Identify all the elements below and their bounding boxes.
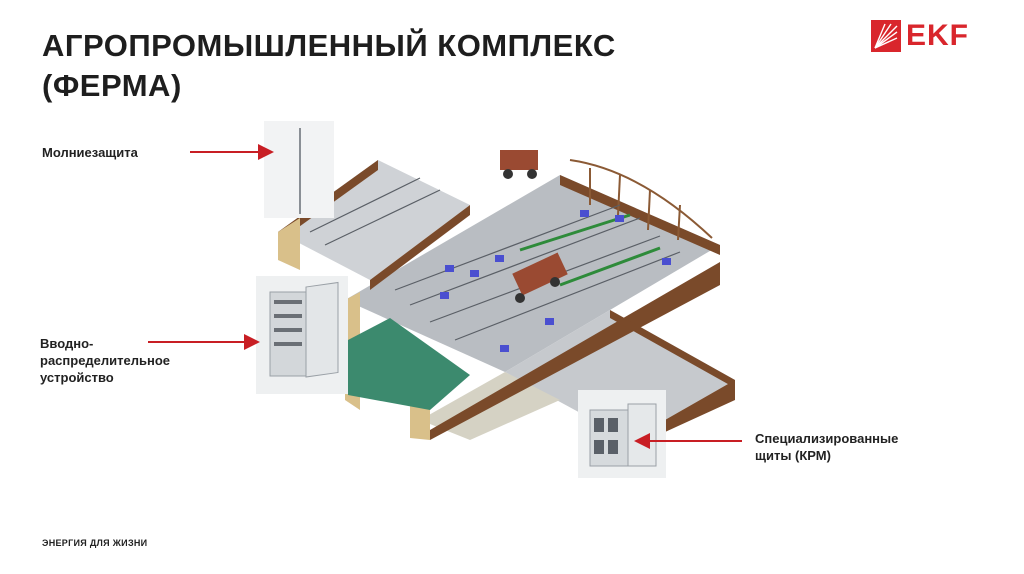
ekf-logo: EKF (871, 19, 995, 60)
green-roof (348, 318, 470, 410)
label-krm-line1: Специализированные (755, 431, 899, 446)
vru-cabinet-image (256, 276, 348, 394)
label-vru-line1: Вводно- (40, 336, 94, 351)
label-krm: Специализированные щиты (КРМ) (755, 430, 975, 464)
lightning-rod-image (264, 121, 334, 218)
tractor-icon (500, 150, 538, 179)
footer-slogan: ЭНЕРГИЯ ДЛЯ ЖИЗНИ (42, 538, 148, 548)
slide-title-line1: АГРОПРОМЫШЛЕННЫЙ КОМПЛЕКС (42, 28, 616, 63)
krm-cabinet-image (578, 390, 666, 478)
ekf-logo-icon (871, 20, 901, 52)
roof-truss (569, 159, 713, 241)
label-krm-line2: щиты (КРМ) (755, 448, 831, 463)
tractor-icon (512, 252, 568, 303)
green-feeders (519, 213, 661, 287)
slide-title-line2: (ФЕРМА) (42, 68, 182, 103)
equipment-boxes (440, 210, 671, 352)
label-vru-line3: устройство (40, 370, 114, 385)
building-walls (278, 160, 735, 448)
label-lightning-protection: Молниезащита (42, 145, 138, 160)
label-vru-line2: распределительное (40, 353, 171, 368)
slide-title: АГРОПРОМЫШЛЕННЫЙ КОМПЛЕКС (ФЕРМА) (42, 26, 742, 106)
label-vru: Вводно- распределительное устройство (40, 335, 240, 386)
ekf-logo-text: EKF (906, 19, 969, 52)
